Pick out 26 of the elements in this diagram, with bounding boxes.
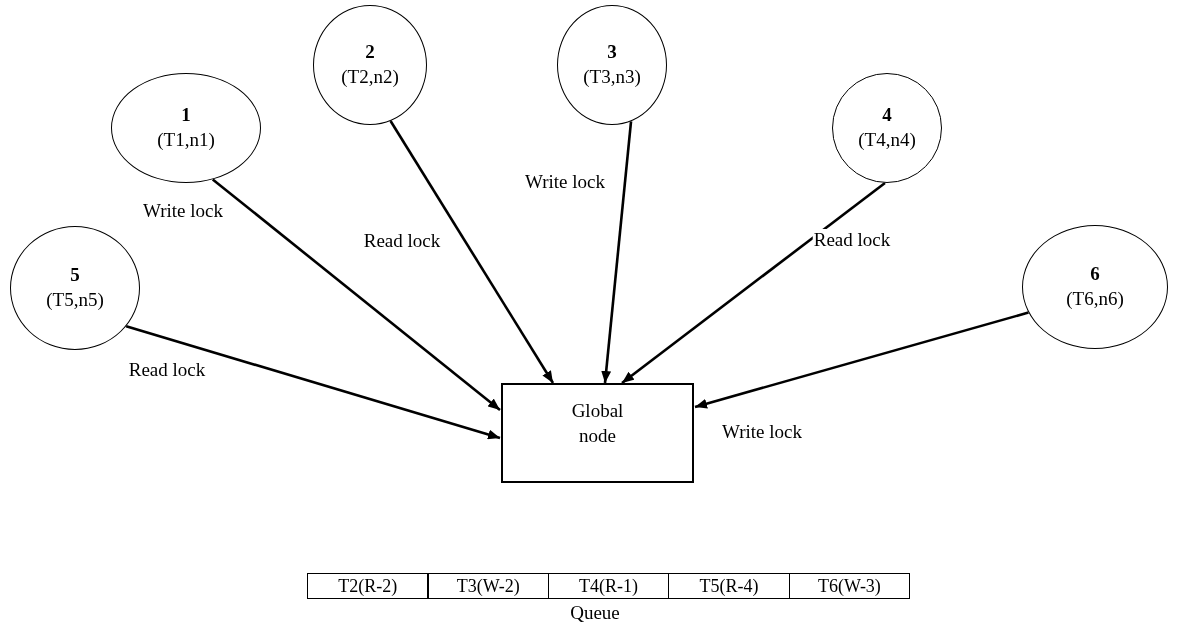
arrow [601, 121, 633, 384]
table-cell: T4(R-1) [547, 573, 670, 599]
arrow [125, 324, 501, 440]
node-label: (T5,n5) [46, 288, 104, 312]
node-label: (T4,n4) [858, 128, 916, 152]
node-number: 4 [882, 103, 892, 128]
process-box [501, 383, 694, 483]
arrow [621, 181, 886, 385]
table-cell: T2(R-2) [307, 573, 429, 599]
table-cell: T6(W-3) [788, 573, 911, 599]
node-number: 6 [1090, 262, 1100, 287]
node-number: 2 [365, 40, 375, 65]
node-number: 1 [181, 103, 191, 128]
arrow [389, 120, 555, 384]
table-cell: T5(R-4) [668, 573, 790, 599]
node-label: (T1,n1) [157, 128, 215, 152]
node-number: 5 [70, 263, 80, 288]
node-label: (T3,n3) [583, 65, 641, 89]
table-cell: T3(W-2) [427, 573, 549, 599]
node-label: (T2,n2) [341, 65, 399, 89]
node-label: (T6,n6) [1066, 287, 1124, 311]
node-label: Global node [570, 399, 625, 448]
arrow [694, 311, 1029, 409]
node-number: 3 [607, 40, 617, 65]
table-caption: Queue [570, 602, 620, 624]
arrow [211, 178, 501, 411]
